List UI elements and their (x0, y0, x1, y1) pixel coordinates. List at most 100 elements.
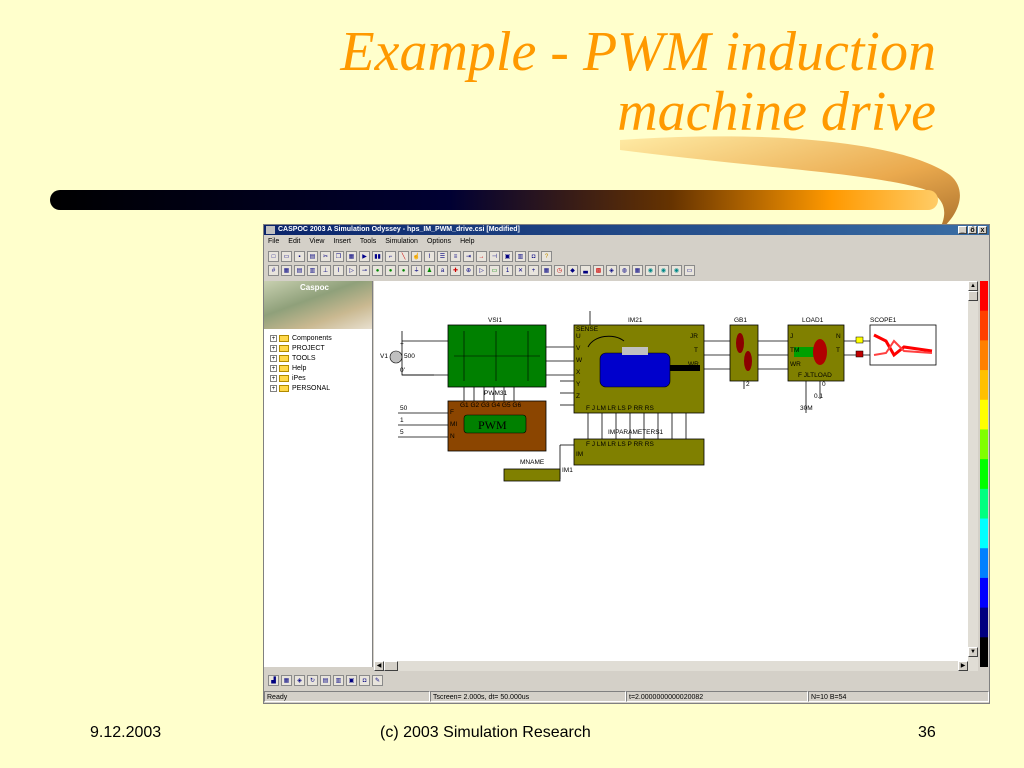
close-button[interactable]: x (978, 226, 987, 234)
counter-icon[interactable]: # (268, 265, 279, 276)
cut-icon[interactable]: ✂ (320, 251, 331, 262)
scroll-thumb[interactable] (968, 291, 978, 301)
person-icon[interactable]: ♟ (424, 265, 435, 276)
diode-icon[interactable]: ▷ (346, 265, 357, 276)
tool3-icon[interactable]: ▃ (580, 265, 591, 276)
wire-icon[interactable]: ⌐ (385, 251, 396, 262)
hscroll-thumb[interactable] (384, 661, 398, 671)
wrench-icon[interactable]: ✎ (372, 675, 383, 686)
component-icon[interactable]: ▣ (502, 251, 513, 262)
tool10-icon[interactable]: ◉ (671, 265, 682, 276)
tool9-icon[interactable]: ◉ (658, 265, 669, 276)
tree-item-ipes[interactable]: +iPes (270, 373, 332, 383)
expand-icon[interactable]: + (270, 384, 277, 392)
expand-icon[interactable]: + (270, 364, 277, 372)
tool8-icon[interactable]: ◉ (645, 265, 656, 276)
library-icon[interactable]: ▥ (515, 251, 526, 262)
voltage-source-symbol[interactable] (389, 350, 403, 364)
save-icon[interactable]: ▪ (294, 251, 305, 262)
resistor-icon[interactable]: ⌇ (333, 265, 344, 276)
sum-icon[interactable]: ⊕ (463, 265, 474, 276)
menu-help[interactable]: Help (460, 238, 475, 245)
play-icon[interactable]: ▶ (359, 251, 370, 262)
refresh-icon[interactable]: ↻ (307, 675, 318, 686)
print-icon[interactable]: ▤ (307, 251, 318, 262)
chip-icon[interactable]: ◈ (294, 675, 305, 686)
scroll-left-icon[interactable]: ◀ (374, 661, 384, 671)
arrow-right-icon[interactable]: → (476, 251, 487, 262)
probe-icon[interactable]: ◘ (528, 251, 539, 262)
align-icon[interactable]: ≡ (450, 251, 461, 262)
connect-icon[interactable]: ⊣ (489, 251, 500, 262)
ab-icon[interactable]: a (437, 265, 448, 276)
indent-icon[interactable]: ⇥ (463, 251, 474, 262)
layout-icon[interactable]: ▤ (320, 675, 331, 686)
tree-item-project[interactable]: +PROJECT (270, 343, 332, 353)
const-icon[interactable]: ▭ (489, 265, 500, 276)
capacitor-icon[interactable]: ⊥ (320, 265, 331, 276)
schematic-canvas[interactable]: VSI1 IM21 GB1 LOAD1 SCOPE1 V1 500 + 0' P… (374, 281, 978, 661)
window-titlebar[interactable]: CASPOC 2003 A Simulation Odyssey - hps_I… (264, 225, 989, 235)
restore-button[interactable]: ő (968, 226, 977, 234)
tool5-icon[interactable]: ◈ (606, 265, 617, 276)
new-file-icon[interactable]: □ (268, 251, 279, 262)
expand-icon[interactable]: + (270, 354, 277, 362)
minimize-button[interactable]: _ (958, 226, 967, 234)
menu-tools[interactable]: Tools (359, 238, 377, 245)
num-icon[interactable]: 1 (502, 265, 513, 276)
layout2-icon[interactable]: ▥ (333, 675, 344, 686)
open-folder-icon[interactable]: ▭ (281, 251, 292, 262)
globe-icon[interactable]: ● (372, 265, 383, 276)
im-parameters-block[interactable] (573, 438, 705, 466)
vertical-scrollbar[interactable]: ▲ ▼ (968, 281, 978, 667)
horizontal-scrollbar[interactable]: ◀ ▶ (374, 661, 978, 671)
menu-file[interactable]: File (268, 238, 280, 245)
scope-block[interactable] (869, 324, 937, 366)
ground-icon[interactable]: ⏚ (411, 265, 422, 276)
scroll-up-icon[interactable]: ▲ (968, 281, 978, 291)
scroll-down-icon[interactable]: ▼ (968, 647, 978, 657)
tree-item-personal[interactable]: +PERSONAL (270, 383, 332, 393)
paste-icon[interactable]: ▦ (346, 251, 357, 262)
pause-icon[interactable]: ▮▮ (372, 251, 383, 262)
grid-icon[interactable]: ▦ (541, 265, 552, 276)
mname-block[interactable] (503, 468, 561, 482)
tool7-icon[interactable]: ▦ (632, 265, 643, 276)
chart-icon[interactable]: ▟ (268, 675, 279, 686)
tools-icon[interactable]: ✕ (515, 265, 526, 276)
scroll-right-icon[interactable]: ▶ (958, 661, 968, 671)
clock-icon[interactable]: ◷ (554, 265, 565, 276)
camera-icon[interactable]: ◘ (359, 675, 370, 686)
tree-item-tools[interactable]: +TOOLS (270, 353, 332, 363)
globe2-icon[interactable]: ● (385, 265, 396, 276)
expand-icon[interactable]: + (270, 334, 277, 342)
tool2-icon[interactable]: ◆ (567, 265, 578, 276)
graph-icon[interactable]: ⌇ (424, 251, 435, 262)
measure-icon[interactable]: ✚ (450, 265, 461, 276)
window-icon[interactable]: ▭ (684, 265, 695, 276)
tool4-icon[interactable]: ▩ (593, 265, 604, 276)
globe3-icon[interactable]: ● (398, 265, 409, 276)
help-icon[interactable]: ? (541, 251, 552, 262)
table-icon[interactable]: ▦ (281, 675, 292, 686)
block-icon[interactable]: ▦ (281, 265, 292, 276)
menu-insert[interactable]: Insert (333, 238, 351, 245)
block3-icon[interactable]: ▥ (307, 265, 318, 276)
menu-view[interactable]: View (309, 238, 325, 245)
hand-icon[interactable]: ☝ (411, 251, 422, 262)
menu-simulation[interactable]: Simulation (385, 238, 418, 245)
tree-item-help[interactable]: +Help (270, 363, 332, 373)
image-icon[interactable]: ▣ (346, 675, 357, 686)
tree-item-components[interactable]: +Components (270, 333, 332, 343)
expand-icon[interactable]: + (270, 344, 277, 352)
menu-edit[interactable]: Edit (288, 238, 301, 245)
cross-icon[interactable]: + (528, 265, 539, 276)
gearbox-block[interactable] (729, 324, 759, 382)
gain-icon[interactable]: ▷ (476, 265, 487, 276)
expand-icon[interactable]: + (270, 374, 277, 382)
copy-icon[interactable]: ❐ (333, 251, 344, 262)
tool6-icon[interactable]: ◍ (619, 265, 630, 276)
line-icon[interactable]: ╲ (398, 251, 409, 262)
list-icon[interactable]: ☰ (437, 251, 448, 262)
menu-options[interactable]: Options (426, 238, 452, 245)
